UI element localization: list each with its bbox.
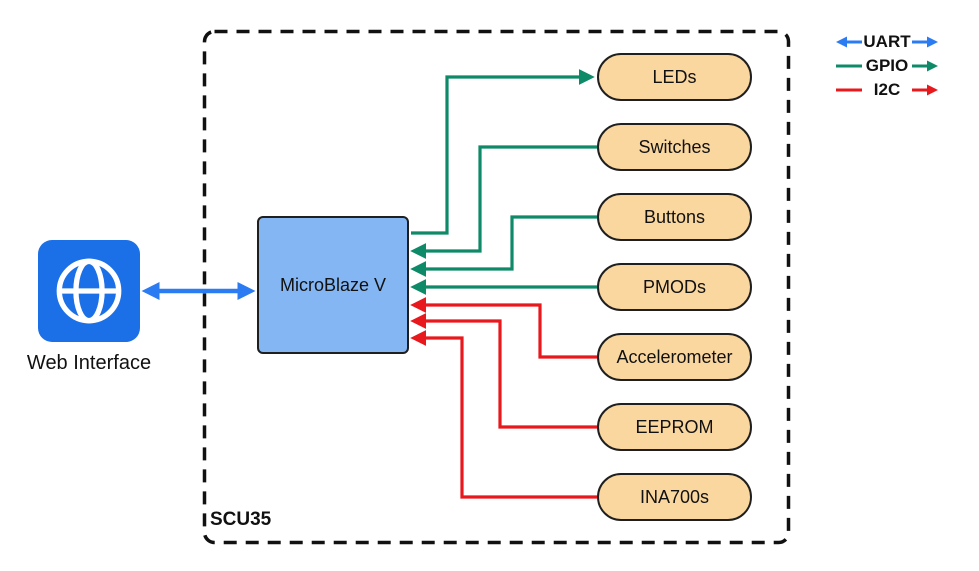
i2c-left-line-icon	[836, 88, 862, 91]
node-pmods: PMODs	[597, 263, 752, 311]
node-ina700s-label: INA700s	[639, 486, 710, 507]
node-pmods-label: PMODs	[643, 276, 706, 297]
conn-gpio-leds	[411, 69, 595, 235]
scu35-boundary-label: SCU35	[210, 509, 272, 530]
legend-item-gpio: GPIO	[836, 57, 938, 74]
web-interface-label: Web Interface	[26, 352, 152, 374]
conn-i2c-eeprom	[410, 313, 597, 429]
legend-label-i2c: I2C	[873, 80, 901, 99]
conn-i2c-accelerometer	[410, 297, 597, 359]
node-accelerometer-label: Accelerometer	[616, 346, 733, 367]
node-leds-label: LEDs	[652, 66, 697, 87]
node-eeprom-label: EEPROM	[635, 416, 714, 437]
uart-left-arrow-icon	[836, 36, 862, 47]
conn-i2c-ina700s	[410, 330, 597, 499]
scu35-boundary-box	[202, 29, 791, 545]
node-microblaze: MicroBlaze V	[257, 216, 409, 354]
microblaze-label: MicroBlaze V	[279, 274, 387, 295]
node-leds: LEDs	[597, 53, 752, 101]
node-switches: Switches	[597, 123, 752, 171]
legend-label-gpio: GPIO	[865, 56, 909, 75]
legend-item-uart: UART	[836, 33, 938, 50]
peripheral-list: LEDs Switches Buttons PMODs Acceleromete…	[597, 53, 752, 521]
i2c-right-arrow-icon	[912, 84, 938, 95]
web-interface-icon	[38, 240, 140, 342]
node-switches-label: Switches	[638, 136, 711, 157]
conn-gpio-buttons	[410, 215, 597, 277]
node-buttons-label: Buttons	[643, 206, 706, 227]
gpio-left-line-icon	[836, 64, 862, 67]
node-accelerometer: Accelerometer	[597, 333, 752, 381]
conn-gpio-switches	[410, 145, 597, 259]
uart-right-arrow-icon	[912, 36, 938, 47]
node-eeprom: EEPROM	[597, 403, 752, 451]
node-buttons: Buttons	[597, 193, 752, 241]
node-ina700s: INA700s	[597, 473, 752, 521]
gpio-right-arrow-icon	[912, 60, 938, 71]
legend: UART GPIO I2C	[836, 33, 938, 98]
legend-item-i2c: I2C	[836, 81, 938, 98]
globe-icon	[56, 258, 122, 324]
legend-label-uart: UART	[863, 32, 911, 51]
